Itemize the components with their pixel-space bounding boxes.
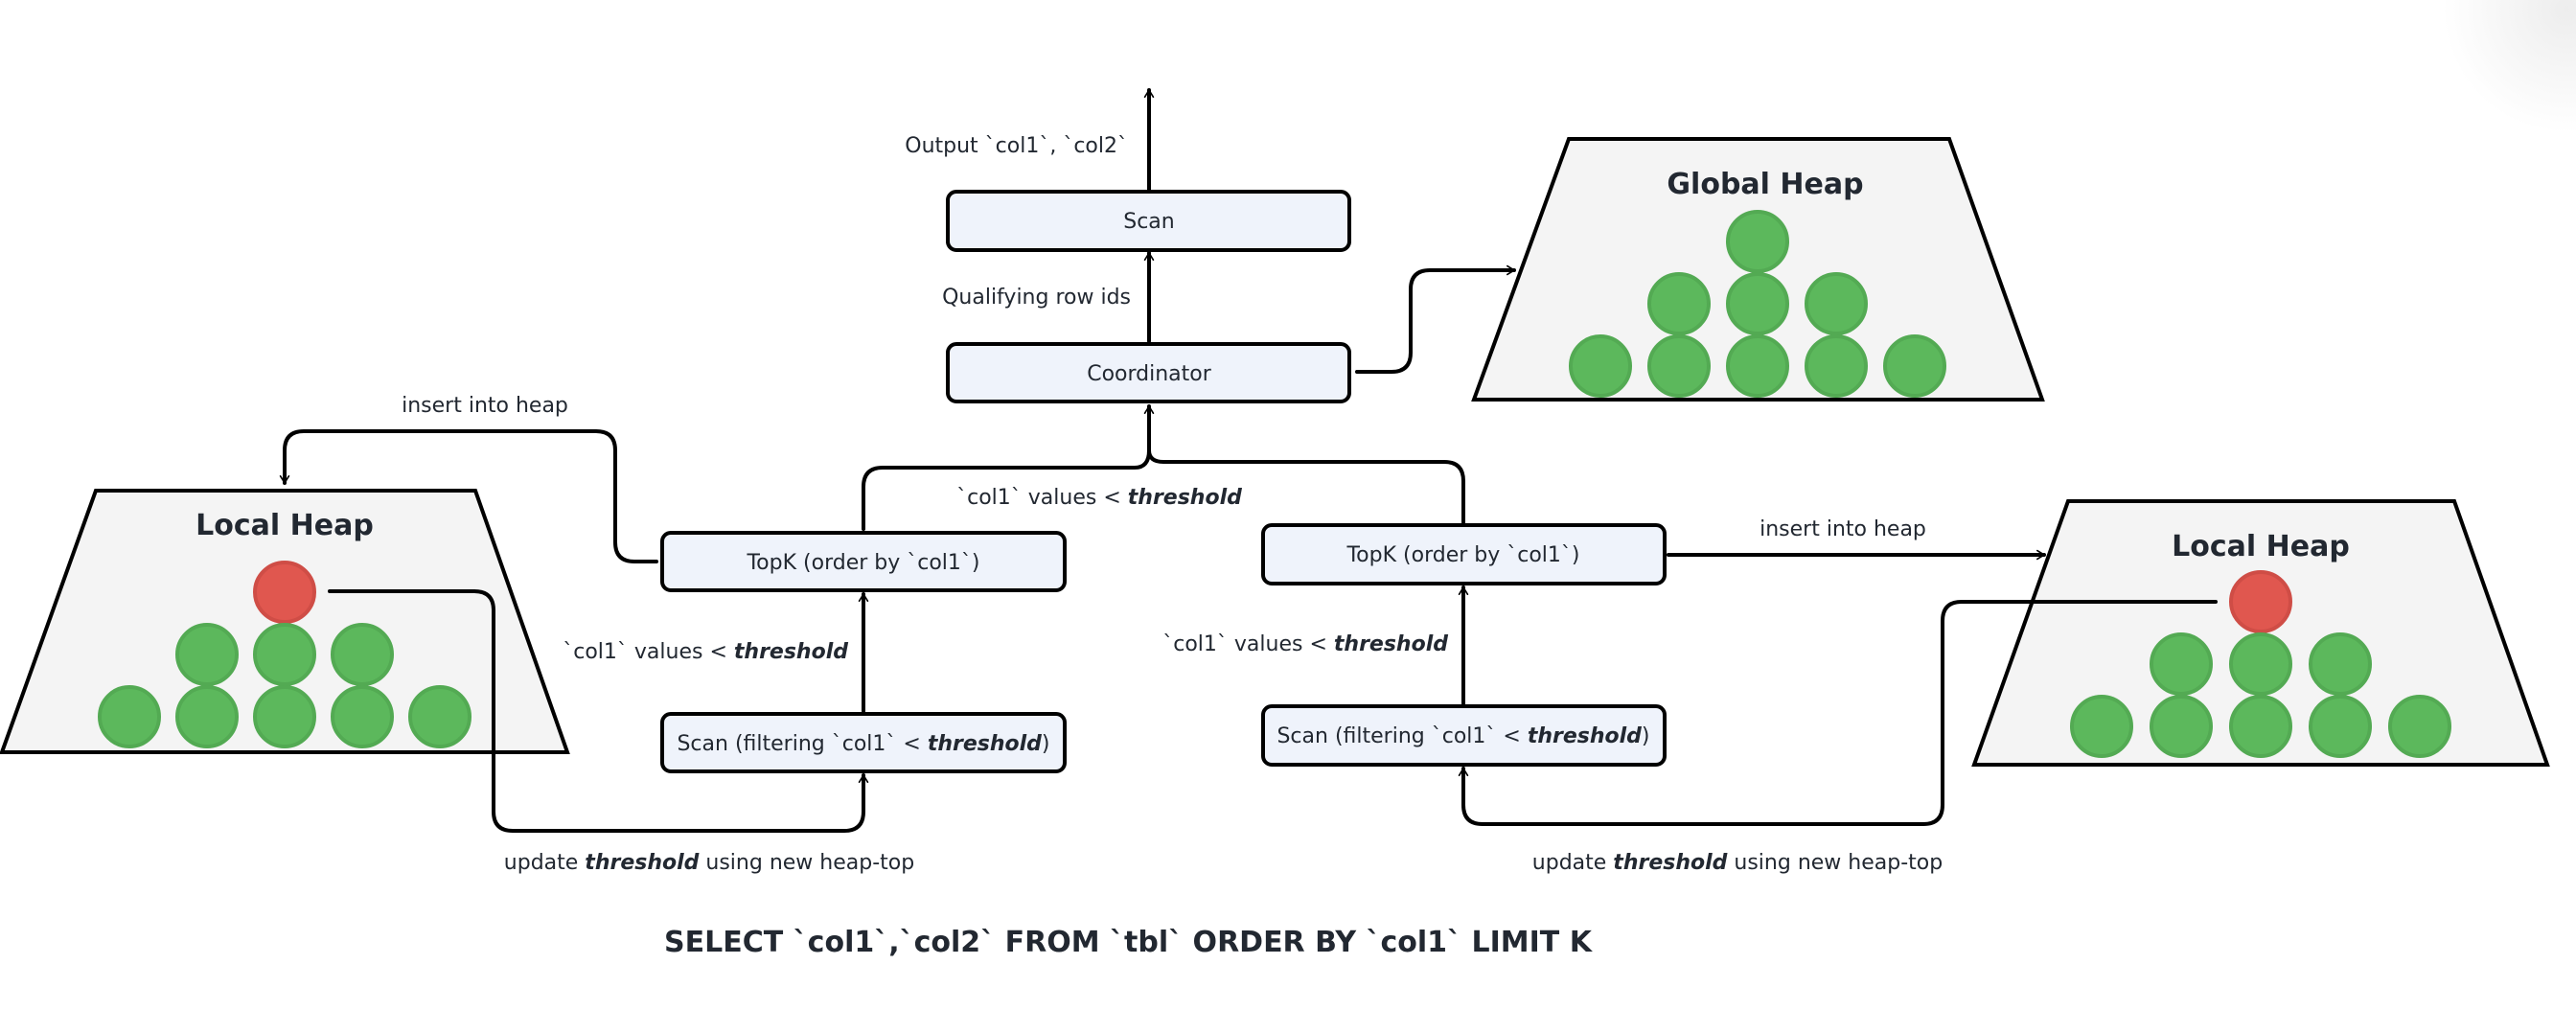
right-filter-label: `col1` values < threshold: [1162, 632, 1448, 656]
scan-right-node[interactable]: Scan (filtering `col1` < threshold): [1261, 704, 1667, 767]
topk-right-box[interactable]: [1261, 523, 1667, 585]
local-heap-left-nodes: [98, 561, 472, 748]
qualifying-row-ids-label: Qualifying row ids: [942, 286, 1131, 310]
heap-node: [1569, 334, 1632, 398]
scan-output-box[interactable]: [946, 190, 1351, 252]
local-heap-right-nodes: [2070, 570, 2451, 758]
heap-node: [331, 623, 394, 686]
topk-left-box[interactable]: [660, 531, 1067, 592]
sql-query-caption: SELECT `col1`,`col2` FROM `tbl` ORDER BY…: [664, 926, 1594, 959]
heap-node: [2229, 632, 2292, 696]
heap-node: [253, 685, 316, 748]
output-label: Output `col1`, `col2`: [905, 134, 1128, 158]
heap-node: [175, 623, 239, 686]
global-heap-nodes: [1569, 210, 1946, 398]
heap-node: [1805, 334, 1868, 398]
scan-left-box[interactable]: [660, 712, 1067, 773]
topk-right-node[interactable]: TopK (order by `col1`): [1261, 523, 1667, 585]
coordinator-node[interactable]: Coordinator: [946, 342, 1351, 403]
heap-node: [1726, 334, 1789, 398]
scan-output-label: Scan: [1123, 210, 1175, 234]
right-update-label: update threshold using new heap-top: [1532, 851, 1943, 875]
topk-right-label: TopK (order by `col1`): [1346, 543, 1579, 567]
left-update-arrow: [328, 589, 869, 833]
heap-node: [2388, 695, 2451, 758]
scan-output-node[interactable]: Scan: [946, 190, 1351, 252]
scan-left-node[interactable]: Scan (filtering `col1` < threshold): [660, 712, 1067, 773]
merge-left-line: [862, 448, 1151, 531]
heap-top-node: [1726, 210, 1789, 273]
heap-top-node: [253, 561, 316, 624]
heap-node: [2150, 632, 2213, 696]
heap-node: [1647, 272, 1711, 335]
heap-node: [253, 623, 316, 686]
heap-node: [98, 685, 161, 748]
merge-label: `col1` values < threshold: [956, 486, 1242, 510]
global-heap-title: Global Heap: [1667, 168, 1863, 201]
scan-right-label: Scan (filtering `col1` < threshold): [1276, 724, 1649, 748]
topk-left-node[interactable]: TopK (order by `col1`): [660, 531, 1067, 592]
local-heap-right: Local Heap: [1971, 499, 2550, 767]
right-update-arrow: [1458, 600, 2218, 826]
local-heap-left-title: Local Heap: [196, 509, 374, 542]
global-heap: Global Heap: [1471, 137, 2045, 402]
scan-right-box[interactable]: [1261, 704, 1667, 767]
merge-right-line: [1147, 448, 1465, 524]
left-insert-arrow: [279, 429, 658, 563]
right-insert-label: insert into heap: [1760, 517, 1926, 541]
heap-node: [2309, 632, 2372, 696]
heap-node: [2070, 695, 2133, 758]
heap-top-node: [2229, 570, 2292, 633]
local-heap-left: Local Heap: [0, 489, 570, 754]
topk-left-label: TopK (order by `col1`): [746, 551, 979, 575]
heap-node: [1805, 272, 1868, 335]
local-heap-right-title: Local Heap: [2172, 530, 2350, 563]
heap-node: [1883, 334, 1946, 398]
heap-node: [2150, 695, 2213, 758]
coordinator-label: Coordinator: [1087, 362, 1212, 386]
heap-node: [1726, 272, 1789, 335]
left-filter-label: `col1` values < threshold: [563, 640, 848, 664]
coordinator-to-global-heap-arrow: [1355, 264, 1516, 374]
heap-node: [2309, 695, 2372, 758]
heap-node: [408, 685, 472, 748]
left-insert-label: insert into heap: [402, 394, 568, 418]
heap-node: [331, 685, 394, 748]
heap-node: [1647, 334, 1711, 398]
heap-node: [175, 685, 239, 748]
scan-left-label: Scan (filtering `col1` < threshold): [677, 732, 1049, 756]
heap-node: [2229, 695, 2292, 758]
coordinator-box[interactable]: [946, 342, 1351, 403]
left-update-label: update threshold using new heap-top: [504, 851, 914, 875]
